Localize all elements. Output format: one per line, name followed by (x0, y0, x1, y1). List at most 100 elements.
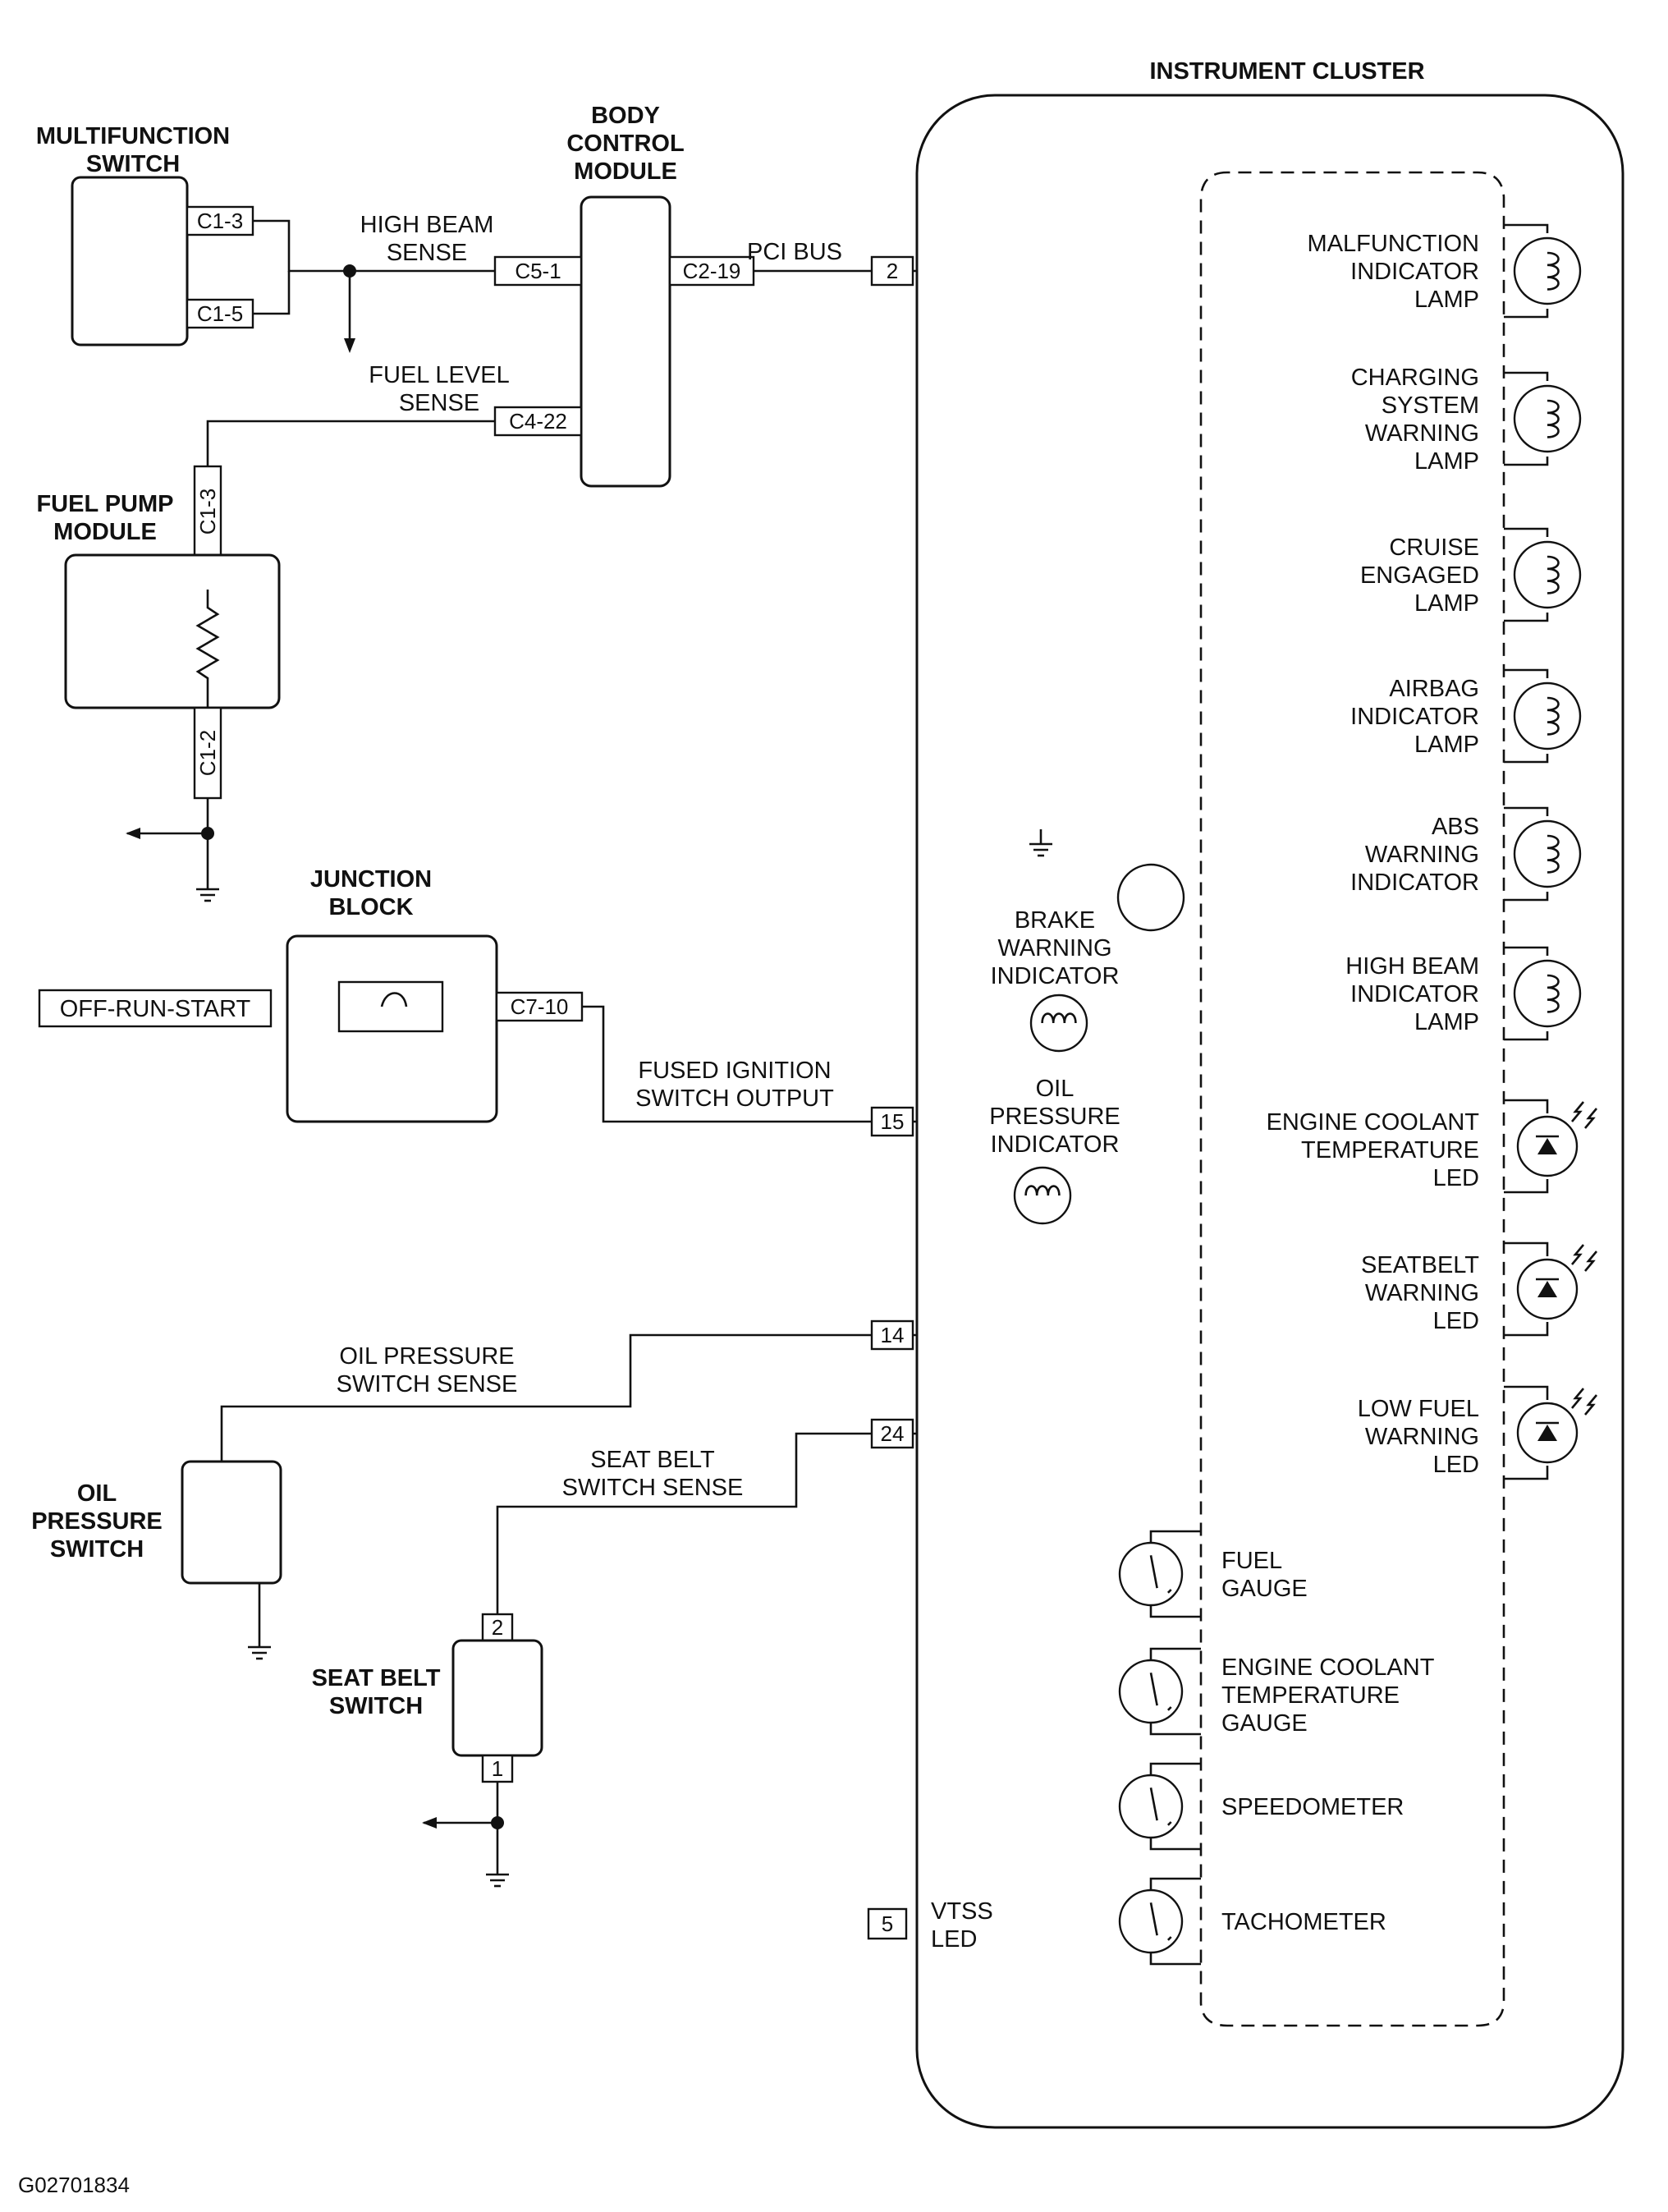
wire-mfs-c1-5 (253, 271, 291, 315)
led-2-label-line-1: SEATBELT (1361, 1252, 1479, 1278)
bcm-c5-1-box (493, 255, 583, 287)
gauge-2-label-line-3: GAUGE (1221, 1710, 1308, 1737)
jb-c7-10-label: C7-10 (511, 994, 569, 1019)
fuel-pump-module-label-line-1: FUEL PUMP (36, 491, 173, 517)
multifunction-switch-label-line-2: SWITCH (86, 151, 180, 177)
lamp-2-circle (1513, 384, 1582, 453)
wire-mfs-c1-3 (253, 219, 350, 273)
ic-pin-15-box (870, 1106, 914, 1137)
high-beam-sense-label-line-1: HIGH BEAM (360, 212, 494, 238)
pci-bus-label-line-1: PCI BUS (747, 239, 842, 265)
lamp-2-label-line-1: CHARGING (1351, 365, 1479, 391)
oil-pressure-switch-label-line-2: PRESSURE (31, 1508, 163, 1535)
led-3-lead-bottom (1504, 1466, 1549, 1480)
lamp-2-label-line-2: SYSTEM (1382, 392, 1479, 419)
body-control-module-box (580, 195, 671, 488)
instrument-cluster-title: INSTRUMENT CLUSTER (1149, 58, 1424, 85)
lamp-6-label-line-1: HIGH BEAM (1345, 953, 1479, 980)
gauge-2-label-line-1: ENGINE COOLANT (1221, 1654, 1435, 1681)
lamp-4-label-line-3: LAMP (1414, 732, 1479, 758)
figure-id: G02701834 (18, 2173, 130, 2197)
seat-belt-sense-label-line-1: SEAT BELT (590, 1447, 715, 1473)
ic-pin-2-label: 2 (887, 259, 898, 283)
off-run-start-box (38, 989, 273, 1028)
gauge-3-lead-top (1149, 1762, 1201, 1775)
gauge-3-needle (1149, 1787, 1158, 1821)
led-1-label-line-3: LED (1433, 1165, 1479, 1191)
lamp-1-lead-top (1504, 223, 1549, 233)
fused-ignition-label-line-2: SWITCH OUTPUT (635, 1085, 834, 1112)
lamp-6-circle (1513, 959, 1582, 1028)
lamp-1-label-line-3: LAMP (1414, 287, 1479, 313)
wire-oil-pressure-sense (220, 1333, 872, 1468)
lamp-1-lead-bottom (1504, 309, 1549, 319)
led-2-ray-2 (1584, 1251, 1597, 1272)
gauge-4-label: TACHOMETER (1221, 1909, 1386, 1935)
gauge-2-lead-top (1149, 1647, 1201, 1660)
seat-belt-switch-box (451, 1639, 543, 1757)
multifunction-switch-box (71, 176, 189, 346)
lamp-4-lead-top (1504, 668, 1549, 678)
mfs-c1-3-box (186, 205, 254, 236)
bcm-c4-22-label: C4-22 (509, 409, 567, 434)
lamp-4-label-line-1: AIRBAG (1389, 676, 1479, 702)
high-beam-sense-label-line-2: SENSE (387, 240, 467, 266)
ic-pin-24-box (870, 1418, 914, 1449)
led-2-diode (1537, 1281, 1557, 1297)
oil-pressure-indicator-label-line-1: OIL (1036, 1076, 1075, 1102)
led-2-ray-1 (1571, 1244, 1584, 1265)
ic-pin-2-box (870, 255, 914, 287)
gauge-1-tick (1166, 1589, 1172, 1594)
fpm-c1-3-label: C1-3 (195, 489, 220, 535)
multifunction-switch-label-line-1: MULTIFUNCTION (36, 123, 230, 149)
led-3-ray-1 (1571, 1388, 1584, 1409)
gauge-1-lead-top (1149, 1530, 1201, 1543)
led-1-label-line-1: ENGINE COOLANT (1267, 1109, 1480, 1136)
gauge-1-needle (1149, 1554, 1158, 1589)
mfs-c1-5-box (186, 298, 254, 329)
wire-seat-belt-sense (496, 1432, 872, 1614)
gauge-4-tick (1166, 1936, 1172, 1941)
transistor-circle (1116, 863, 1185, 932)
fuel-pump-module-label-line-2: MODULE (53, 519, 157, 545)
lamp-1-label-line-2: INDICATOR (1350, 259, 1479, 285)
fpm-c1-3-box (193, 465, 222, 558)
lamp-5-lead-bottom (1504, 892, 1549, 902)
sbs-pin-1-box (481, 1754, 514, 1783)
body-control-module-label-line-1: BODY (591, 103, 660, 129)
lamp-6-label-line-2: INDICATOR (1350, 981, 1479, 1007)
fpm-ground-symbol (196, 874, 219, 902)
instrument-cluster-outline (915, 94, 1624, 2129)
wire-fused-ignition (582, 1005, 872, 1123)
body-control-module-label-line-2: CONTROL (566, 131, 684, 157)
high-beam-branch-arrow-head (344, 338, 355, 353)
sbs-pin-1-label: 1 (492, 1756, 503, 1781)
brake-warning-label-line-1: BRAKE (1015, 907, 1095, 934)
ic-pin-14-box (870, 1319, 914, 1351)
bcm-c4-22-box (493, 406, 583, 437)
gauge-2-tick (1166, 1706, 1172, 1711)
sbs-pin-2-label: 2 (492, 1615, 503, 1640)
lamp-5-label-line-3: INDICATOR (1350, 870, 1479, 896)
ic-pin-5-box (867, 1907, 908, 1940)
lamp-2-filament (1547, 399, 1560, 438)
transistor-ground-symbol (1029, 829, 1052, 857)
